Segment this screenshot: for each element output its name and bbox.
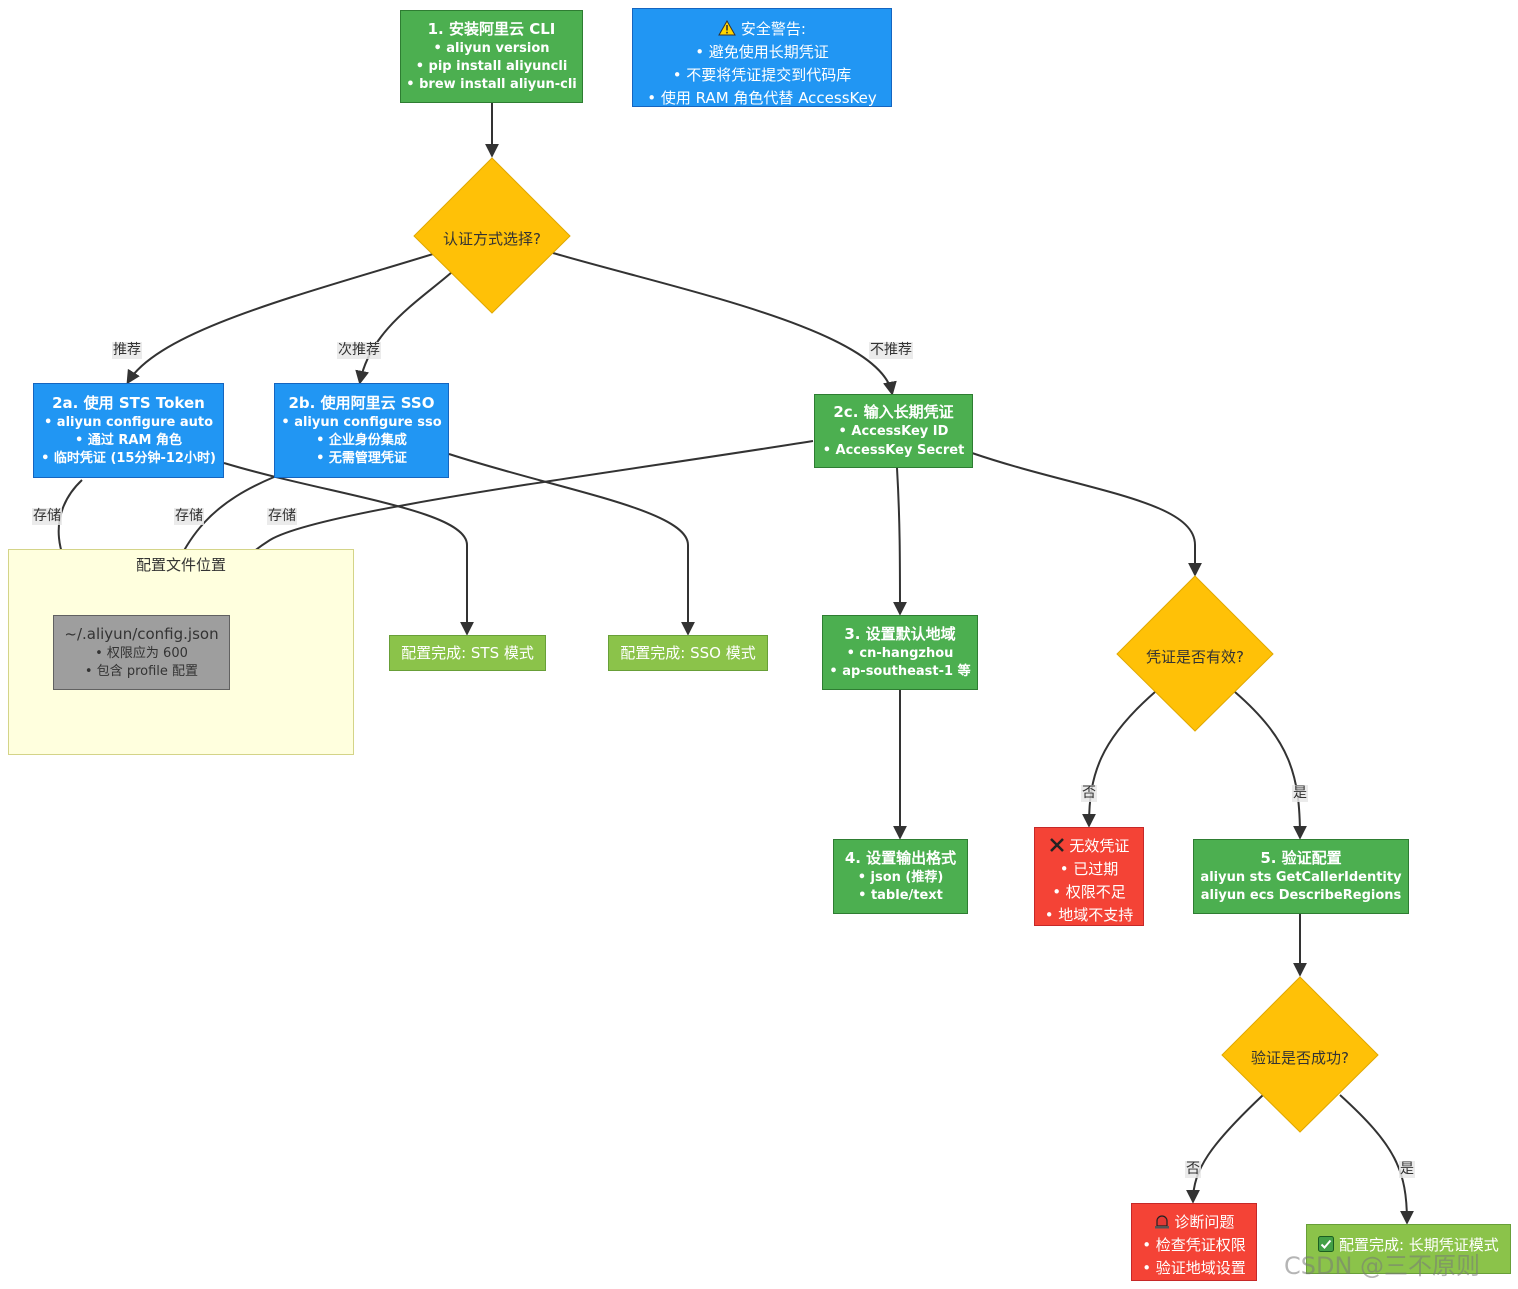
sts-done-label: 配置完成: STS 模式 <box>401 643 534 662</box>
longterm-line: • AccessKey Secret <box>822 442 965 458</box>
verify-ok-label: 验证是否成功? <box>1251 1049 1349 1067</box>
install-title: 1. 安装阿里云 CLI <box>427 19 556 38</box>
decision-auth-choice <box>413 157 571 314</box>
region-title: 3. 设置默认地域 <box>844 624 956 643</box>
cred-valid-label: 凭证是否有效? <box>1146 648 1244 666</box>
invalid-line: • 权限不足 <box>1052 883 1126 901</box>
edge-credvalid-to-verify <box>1234 691 1307 840</box>
edge-choice-to-sso <box>355 271 453 385</box>
longterm-line: • AccessKey ID <box>838 424 949 440</box>
edge-label-recommended: 推荐 <box>112 342 142 359</box>
diagnose-title-row: 诊断问题 <box>1154 1212 1235 1233</box>
verify-config-node: 5. 验证配置 aliyun sts GetCallerIdentity ali… <box>1193 839 1409 914</box>
edge-label-no: 否 <box>1081 785 1097 802</box>
edge-verifyok-to-ltdone <box>1339 1094 1414 1225</box>
region-line: • cn-hangzhou <box>846 645 954 661</box>
sso-line: • 无需管理凭证 <box>316 451 407 467</box>
sts-line: • aliyun configure auto <box>43 414 214 430</box>
sts-line: • 临时凭证 (15分钟-12小时) <box>41 451 216 467</box>
invalid-credential-node: 无效凭证 • 已过期 • 权限不足 • 地域不支持 <box>1034 827 1144 926</box>
security-warning-node: 安全警告: • 避免使用长期凭证 • 不要将凭证提交到代码库 • 使用 RAM … <box>632 8 892 107</box>
sts-title: 2a. 使用 STS Token <box>52 393 205 412</box>
sso-node: 2b. 使用阿里云 SSO • aliyun configure sso • 企… <box>274 383 449 478</box>
sso-title: 2b. 使用阿里云 SSO <box>288 393 435 412</box>
sts-token-node: 2a. 使用 STS Token • aliyun configure auto… <box>33 383 224 478</box>
lt-done-row: 配置完成: 长期凭证模式 <box>1318 1235 1499 1256</box>
edge-label-store: 存储 <box>267 508 297 525</box>
install-cli-node: 1. 安装阿里云 CLI • aliyun version • pip inst… <box>400 10 583 103</box>
diagnose-line: • 验证地域设置 <box>1142 1259 1246 1277</box>
invalid-line: • 地域不支持 <box>1044 906 1134 924</box>
warning-line: • 使用 RAM 角色代替 AccessKey <box>647 89 877 107</box>
warning-line: • 避免使用长期凭证 <box>695 43 829 61</box>
auth-choice-label: 认证方式选择? <box>443 230 541 248</box>
edge-choice-to-longterm <box>552 252 897 396</box>
edge-sso-to-ssodone <box>448 453 695 636</box>
region-node: 3. 设置默认地域 • cn-hangzhou • ap-southeast-1… <box>822 615 978 690</box>
warning-line: • 不要将凭证提交到代码库 <box>672 66 852 84</box>
invalid-title-row: 无效凭证 <box>1049 836 1130 857</box>
lt-done-label: 配置完成: 长期凭证模式 <box>1338 1236 1499 1254</box>
diagnose-line: • 检查凭证权限 <box>1142 1236 1246 1254</box>
warning-icon <box>718 19 736 36</box>
sso-done-node: 配置完成: SSO 模式 <box>608 635 768 671</box>
siren-icon <box>1154 1213 1170 1229</box>
edge-verifyok-to-diagnose <box>1186 1094 1264 1204</box>
output-line: • json (推荐) <box>857 869 944 885</box>
cross-icon <box>1049 837 1065 853</box>
sts-line: • 通过 RAM 角色 <box>75 432 182 448</box>
sts-done-node: 配置完成: STS 模式 <box>389 635 546 671</box>
longterm-done-node: 配置完成: 长期凭证模式 <box>1306 1224 1511 1274</box>
install-line: • aliyun version <box>433 40 550 56</box>
warning-title: 安全警告: <box>740 20 806 38</box>
verify-line: aliyun ecs DescribeRegions <box>1200 888 1402 903</box>
longterm-title: 2c. 输入长期凭证 <box>833 403 954 422</box>
sso-line: • 企业身份集成 <box>316 432 407 448</box>
output-title: 4. 设置输出格式 <box>844 848 957 867</box>
edge-label-second: 次推荐 <box>337 342 381 359</box>
output-line: • table/text <box>858 888 943 903</box>
sso-done-label: 配置完成: SSO 模式 <box>620 643 756 662</box>
edge-choice-to-sts <box>126 253 434 385</box>
diagnose-title: 诊断问题 <box>1174 1213 1235 1231</box>
install-line: • brew install aliyun-cli <box>406 77 577 93</box>
config-group-title: 配置文件位置 <box>135 556 226 574</box>
sso-line: • aliyun configure sso <box>281 414 442 430</box>
edge-label-store: 存储 <box>174 508 204 525</box>
edge-label-no: 否 <box>1185 1161 1201 1178</box>
edge-longterm-to-region <box>892 467 907 616</box>
warning-title-row: 安全警告: <box>718 19 806 40</box>
edge-label-store: 存储 <box>32 508 62 525</box>
diagnose-node: 诊断问题 • 检查凭证权限 • 验证地域设置 <box>1131 1203 1257 1281</box>
verify-line: aliyun sts GetCallerIdentity <box>1200 869 1402 885</box>
check-icon <box>1318 1236 1335 1252</box>
invalid-title: 无效凭证 <box>1069 837 1130 855</box>
config-file-path: ~/.aliyun/config.json <box>64 624 219 643</box>
edge-label-not-recommended: 不推荐 <box>869 342 913 359</box>
verify-title: 5. 验证配置 <box>1260 848 1342 867</box>
decision-verify-ok <box>1221 976 1379 1133</box>
edge-credvalid-to-invalid <box>1082 691 1156 828</box>
invalid-line: • 已过期 <box>1059 860 1119 878</box>
decision-cred-valid <box>1116 575 1274 732</box>
watermark: CSDN @三不原则 <box>1284 1252 1481 1280</box>
edge-longterm-to-credvalid <box>971 452 1202 577</box>
edge-sts-to-stsdone <box>223 462 474 636</box>
output-format-node: 4. 设置输出格式 • json (推荐) • table/text <box>833 839 968 914</box>
edge-label-yes: 是 <box>1399 1161 1415 1178</box>
config-file-line: • 包含 profile 配置 <box>84 664 199 679</box>
edge-label-yes: 是 <box>1292 785 1308 802</box>
region-line: • ap-southeast-1 等 <box>829 664 971 679</box>
install-line: • pip install aliyuncli <box>415 58 568 74</box>
config-file-node: ~/.aliyun/config.json • 权限应为 600 • 包含 pr… <box>53 615 230 690</box>
config-file-line: • 权限应为 600 <box>95 645 188 661</box>
longterm-credential-node: 2c. 输入长期凭证 • AccessKey ID • AccessKey Se… <box>814 394 973 468</box>
